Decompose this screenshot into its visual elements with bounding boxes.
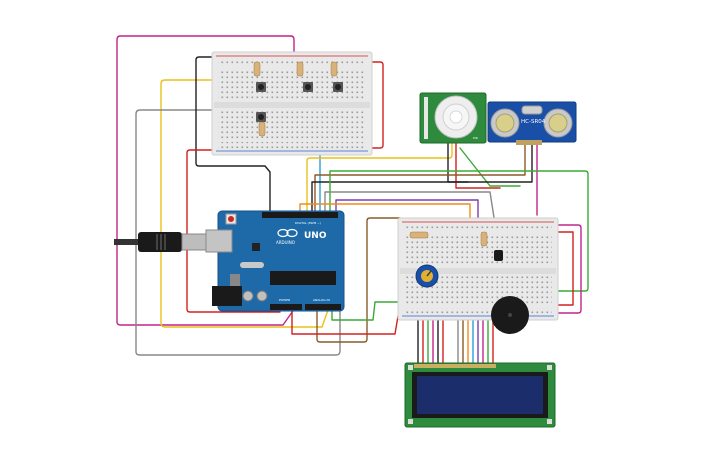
- lcd-display: [404, 362, 556, 428]
- wire-red-bottom: [291, 309, 399, 335]
- arduino-logo: [277, 228, 289, 238]
- power-jack: [212, 286, 242, 306]
- power-header-label: POWER: [279, 298, 290, 302]
- wire-red-bb1-right: [269, 61, 384, 151]
- wire-magenta-loop: [116, 35, 296, 326]
- wire-black-bb1: [195, 56, 271, 213]
- arduino-uno: DIGITAL (PWM ~) ARDUINO UNO POWER ANALOG…: [205, 210, 345, 312]
- resistor-6: [480, 231, 488, 247]
- piezo-buzzer: [491, 296, 529, 334]
- arduino-model: UNO: [304, 231, 327, 241]
- resistor-4: [258, 121, 266, 137]
- resistors-right: [409, 231, 488, 247]
- digital-header-label: DIGITAL (PWM ~): [295, 221, 321, 225]
- wire-gray-mid: [324, 191, 496, 225]
- wire-green-bottom: [331, 301, 401, 321]
- wire-red-pir: [455, 141, 501, 189]
- resistor-2: [296, 61, 304, 77]
- atmega-chip: [270, 271, 336, 285]
- analog-header: [305, 304, 341, 310]
- breadboard-top: [211, 51, 373, 156]
- pushbuttons: [256, 82, 343, 122]
- ultrasonic-label: HC-SR04: [521, 119, 546, 125]
- analog-header-label: ANALOG IN: [313, 298, 330, 302]
- digital-header: [262, 212, 338, 218]
- usb-cable: [114, 232, 207, 252]
- wire-red-bb1: [186, 149, 281, 313]
- power-header: [270, 304, 302, 310]
- wire-brown-bottom: [316, 217, 401, 343]
- usb-port: [205, 229, 233, 253]
- wire-black-us: [311, 144, 533, 213]
- wire-magenta-right: [549, 224, 582, 314]
- arduino-brand: ARDUINO: [276, 240, 295, 245]
- wire-yellow-loop: [160, 79, 329, 328]
- wire-black-pir: [447, 141, 469, 183]
- resistors-top: [253, 61, 338, 137]
- wire-green-us: [459, 147, 521, 187]
- resistor-3: [330, 61, 338, 77]
- pir-label: PIR: [473, 136, 478, 140]
- wire-gray-loop: [135, 109, 341, 356]
- pir-sensor: PIR: [419, 92, 487, 144]
- wire-magenta-top: [290, 35, 301, 81]
- wire-yellow-pir: [306, 141, 453, 213]
- wire-brown-us: [314, 144, 526, 213]
- transistor: [494, 250, 503, 261]
- lcd-screen: [417, 376, 543, 414]
- resistor-1: [253, 61, 261, 77]
- ultrasonic-sensor: HC-SR04: [487, 101, 577, 145]
- wire-green-right: [329, 170, 589, 292]
- resistor-5: [409, 231, 429, 239]
- potentiometer: [415, 264, 439, 288]
